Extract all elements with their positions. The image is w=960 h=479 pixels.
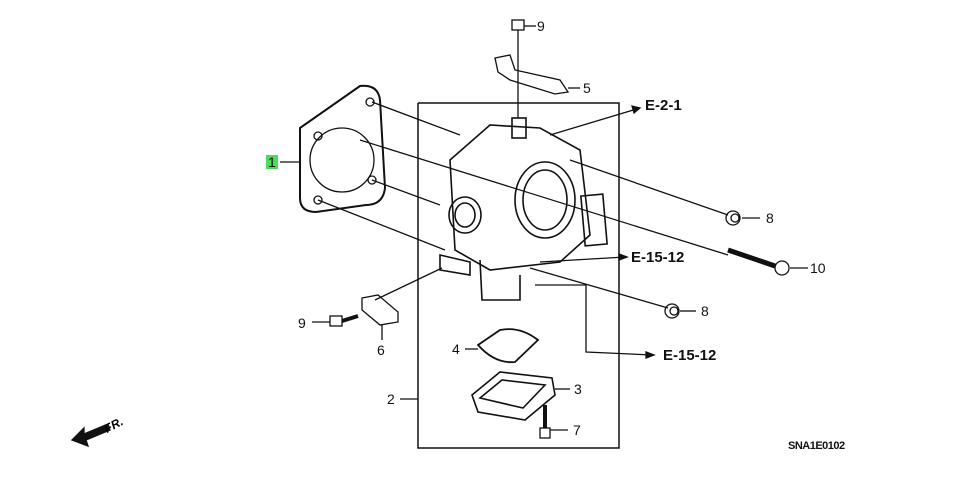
- callout-4: 4: [452, 341, 460, 357]
- gasket-icon: [299, 84, 387, 214]
- callout-6: 6: [377, 342, 385, 358]
- front-arrow-icon: [70, 423, 111, 448]
- assembly-box: [417, 102, 620, 449]
- throttle-body-icon: [439, 117, 609, 301]
- bracket-icon: [494, 54, 570, 95]
- callout-5: 5: [583, 80, 591, 96]
- bracket-icon: [361, 294, 399, 326]
- callout-9-left: 9: [298, 315, 306, 331]
- callout-8-lower: 8: [701, 303, 709, 319]
- callout-7: 7: [573, 422, 581, 438]
- cover-icon: [471, 371, 556, 421]
- nut-icon: [725, 210, 741, 226]
- bolt-icon: [329, 314, 359, 327]
- reference-e-15-12-lower[interactable]: E-15-12: [663, 347, 717, 364]
- bolt-icon: [727, 247, 790, 276]
- nut-icon: [664, 303, 680, 319]
- diagram-code: SNA1E0102: [788, 440, 845, 452]
- callout-9-top: 9: [537, 18, 545, 34]
- screw-icon: [539, 405, 551, 439]
- callout-8-upper: 8: [766, 210, 774, 226]
- callout-3: 3: [574, 381, 582, 397]
- reference-e-15-12-upper[interactable]: E-15-12: [631, 249, 685, 266]
- callout-1-highlighted[interactable]: 1: [266, 154, 278, 170]
- gasket-icon: [476, 328, 540, 364]
- callout-10: 10: [810, 260, 826, 276]
- callout-2: 2: [387, 391, 395, 407]
- reference-e-2-1[interactable]: E-2-1: [645, 97, 682, 114]
